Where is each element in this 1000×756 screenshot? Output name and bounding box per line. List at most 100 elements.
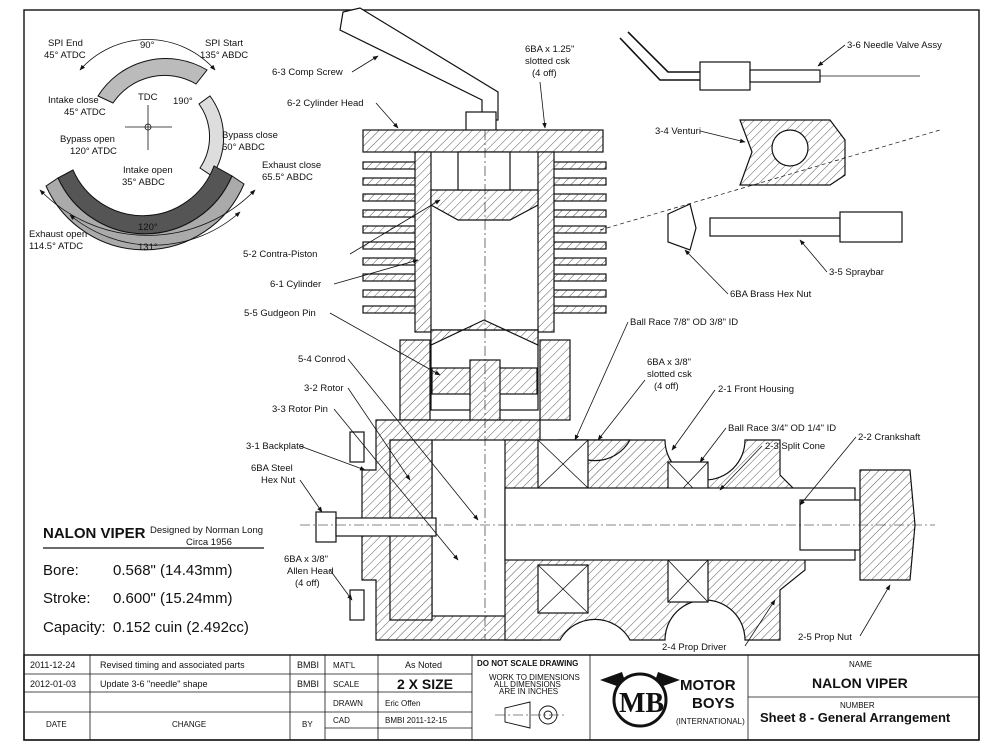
callout-crankshaft: 2-2 Crankshaft bbox=[858, 432, 921, 443]
callout-spraybar: 3-5 Spraybar bbox=[829, 267, 884, 278]
bypass-close-angle: 60° ABDC bbox=[222, 142, 265, 153]
cad-label: CAD bbox=[333, 716, 350, 725]
callout-allen-2: Allen Head bbox=[287, 566, 333, 577]
callout-screws-top-1: 6BA x 1.25" bbox=[525, 44, 574, 55]
timing-diagram: SPI End 45° ATDC SPI Start 135° ABDC 90°… bbox=[29, 38, 321, 253]
bore-label: Bore: bbox=[43, 562, 79, 579]
intake-close-label: Intake close bbox=[48, 95, 99, 106]
rev2-date: 2012-01-03 bbox=[30, 679, 76, 689]
name-value: NALON VIPER bbox=[812, 675, 908, 691]
callout-rotor: 3-2 Rotor bbox=[304, 383, 344, 394]
scale-value: 2 X SIZE bbox=[397, 676, 453, 692]
angle-120: 120° bbox=[138, 222, 158, 233]
designer: Designed by Norman Long bbox=[150, 525, 263, 536]
capacity-value: 0.152 cuin (2.492cc) bbox=[113, 619, 249, 636]
callout-ball-race-big: Ball Race 7/8" OD 3/8" ID bbox=[630, 317, 738, 328]
spi-start-angle: 135° ABDC bbox=[200, 50, 248, 61]
bypass-open-angle: 120° ATDC bbox=[70, 146, 117, 157]
matl-label: MAT'L bbox=[333, 661, 356, 670]
number-label: NUMBER bbox=[840, 701, 875, 710]
callout-contra-piston: 5-2 Contra-Piston bbox=[243, 249, 317, 260]
angle-190: 190° bbox=[173, 96, 193, 107]
callout-allen-1: 6BA x 3/8" bbox=[284, 554, 328, 565]
engine-section-view bbox=[300, 7, 935, 641]
rev1-change: Revised timing and associated parts bbox=[100, 660, 245, 670]
bypass-open-label: Bypass open bbox=[60, 134, 115, 145]
no-scale-note: DO NOT SCALE DRAWING bbox=[477, 659, 578, 668]
title-block: 2011-12-24 Revised timing and associated… bbox=[23, 654, 980, 741]
exhaust-close-angle: 65.5° ABDC bbox=[262, 172, 313, 183]
col-change: CHANGE bbox=[172, 720, 206, 729]
bypass-close-label: Bypass close bbox=[222, 130, 278, 141]
circa: Circa 1956 bbox=[186, 537, 232, 548]
intake-close-angle: 45° ATDC bbox=[64, 107, 106, 118]
callout-ball-race-small: Ball Race 3/4" OD 1/4" ID bbox=[728, 423, 836, 434]
engine-specs: NALON VIPER Designed by Norman Long Circ… bbox=[43, 525, 264, 636]
work-dims-2: ALL DIMENSIONS bbox=[494, 680, 561, 689]
cad-value: BMBI 2011-12-15 bbox=[385, 716, 448, 725]
name-label: NAME bbox=[849, 660, 872, 669]
callout-needle-valve: 3-6 Needle Valve Assy bbox=[847, 40, 942, 51]
callout-split-cone: 2-3 Split Cone bbox=[765, 441, 825, 452]
capacity-label: Capacity: bbox=[43, 619, 106, 636]
callout-rotor-pin: 3-3 Rotor Pin bbox=[272, 404, 328, 415]
rev2-change: Update 3-6 "needle" shape bbox=[100, 679, 207, 689]
work-dims-3: ARE IN INCHES bbox=[499, 687, 558, 696]
callout-backplate: 3-1 Backplate bbox=[246, 441, 304, 452]
exhaust-open-label: Exhaust open bbox=[29, 229, 87, 240]
col-by: BY bbox=[302, 720, 313, 729]
bore-value: 0.568" (14.43mm) bbox=[113, 562, 233, 579]
projection-symbol bbox=[495, 701, 565, 729]
company-logo: MB bbox=[600, 672, 680, 728]
intake-open-label: Intake open bbox=[123, 165, 173, 176]
callout-prop-nut: 2-5 Prop Nut bbox=[798, 632, 852, 643]
rev1-by: BMBI bbox=[297, 660, 319, 670]
company-name-2: BOYS bbox=[692, 695, 735, 712]
company-name-1: MOTOR bbox=[680, 677, 736, 694]
callout-screws-front-2: slotted csk bbox=[647, 369, 692, 380]
callout-conrod: 5-4 Conrod bbox=[298, 354, 346, 365]
callout-comp-screw: 6-3 Comp Screw bbox=[272, 67, 343, 78]
callout-prop-driver: 2-4 Prop Driver bbox=[662, 642, 726, 653]
rev1-date: 2011-12-24 bbox=[30, 660, 75, 670]
engine-name: NALON VIPER bbox=[43, 525, 146, 542]
callout-cyl-head: 6-2 Cylinder Head bbox=[287, 98, 364, 109]
exhaust-open-angle: 114.5° ATDC bbox=[29, 241, 83, 252]
callouts: 6-3 Comp Screw 6-2 Cylinder Head 6BA x 1… bbox=[243, 40, 942, 653]
callout-steel-nut-2: Hex Nut bbox=[261, 475, 296, 486]
rev2-by: BMBI bbox=[297, 679, 319, 689]
col-date: DATE bbox=[46, 720, 67, 729]
matl-value: As Noted bbox=[405, 660, 442, 670]
callout-steel-nut-1: 6BA Steel bbox=[251, 463, 293, 474]
callout-screws-top-3: (4 off) bbox=[532, 68, 557, 79]
drawn-label: DRAWN bbox=[333, 699, 363, 708]
spi-end-label: SPI End bbox=[48, 38, 83, 49]
number-value: Sheet 8 - General Arrangement bbox=[760, 710, 951, 725]
callout-front-housing: 2-1 Front Housing bbox=[718, 384, 794, 395]
drawn-value: Eric Offen bbox=[385, 699, 420, 708]
stroke-value: 0.600" (15.24mm) bbox=[113, 590, 233, 607]
spi-end-angle: 45° ATDC bbox=[44, 50, 86, 61]
callout-allen-3: (4 off) bbox=[295, 578, 320, 589]
carburettor-details bbox=[599, 31, 941, 251]
callout-screws-front-1: 6BA x 3/8" bbox=[647, 357, 691, 368]
callout-gudgeon: 5-5 Gudgeon Pin bbox=[244, 308, 316, 319]
tdc-label: TDC bbox=[138, 92, 158, 103]
callout-cylinder: 6-1 Cylinder bbox=[270, 279, 321, 290]
callout-screws-top-2: slotted csk bbox=[525, 56, 570, 67]
company-sub: (INTERNATIONAL) bbox=[676, 717, 745, 726]
intake-open-angle: 35° ABDC bbox=[122, 177, 165, 188]
cooling-fins-right bbox=[547, 161, 607, 314]
cooling-fins-left bbox=[362, 161, 422, 314]
work-dims-1: WORK TO DIMENSIONS bbox=[489, 673, 580, 682]
angle-90: 90° bbox=[140, 40, 155, 51]
angle-131: 131° bbox=[138, 242, 158, 253]
exhaust-close-label: Exhaust close bbox=[262, 160, 321, 171]
callout-screws-front-3: (4 off) bbox=[654, 381, 679, 392]
scale-label: SCALE bbox=[333, 680, 359, 689]
callout-venturi: 3-4 Venturi bbox=[655, 126, 701, 137]
spi-start-label: SPI Start bbox=[205, 38, 243, 49]
stroke-label: Stroke: bbox=[43, 590, 91, 607]
callout-brass-nut: 6BA Brass Hex Nut bbox=[730, 289, 812, 300]
